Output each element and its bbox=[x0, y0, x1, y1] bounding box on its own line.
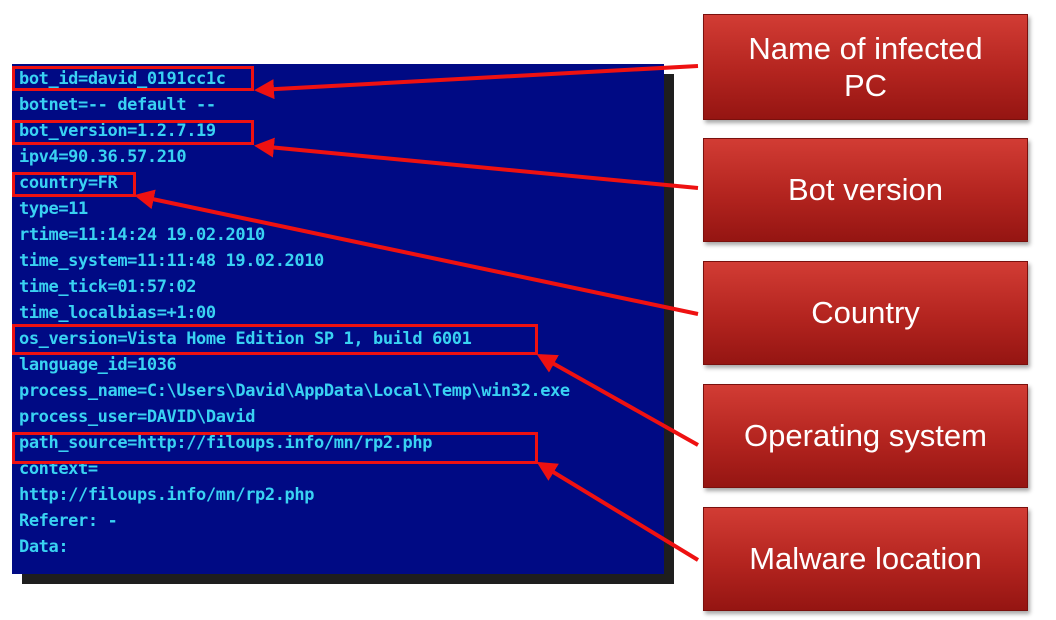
arrow-bot-version bbox=[254, 137, 699, 190]
arrow-path-source bbox=[536, 461, 700, 562]
highlight-country bbox=[12, 172, 136, 197]
terminal-line-country: country=FR bbox=[19, 173, 118, 193]
terminal-line-process-name: process_name=C:\Users\David\AppData\Loca… bbox=[19, 381, 570, 401]
highlight-bot-id bbox=[12, 66, 254, 91]
terminal-window: bot_id=david_0191cc1c botnet=-- default … bbox=[12, 64, 664, 574]
terminal-line-path-source: path_source=http://filoups.info/mn/rp2.p… bbox=[19, 433, 433, 453]
highlight-bot-version bbox=[12, 120, 254, 145]
terminal-line-process-user: process_user=DAVID\David bbox=[19, 407, 256, 427]
terminal-line-bot-id: bot_id=david_0191cc1c bbox=[19, 69, 226, 89]
label-malware-location: Malware location bbox=[703, 507, 1028, 611]
label-name-of-infected-pc-text: Name of infected PC bbox=[748, 30, 983, 103]
label-country-text: Country bbox=[811, 295, 920, 331]
terminal-line-rtime: rtime=11:14:24 19.02.2010 bbox=[19, 225, 265, 245]
label-country: Country bbox=[703, 261, 1028, 365]
terminal-line-time-system: time_system=11:11:48 19.02.2010 bbox=[19, 251, 324, 271]
highlight-os-version bbox=[12, 324, 538, 355]
label-bot-version-text: Bot version bbox=[787, 172, 944, 208]
terminal-line-language-id: language_id=1036 bbox=[19, 355, 177, 375]
terminal-line-os-version: os_version=Vista Home Edition SP 1, buil… bbox=[19, 329, 472, 349]
terminal-line-ipv4: ipv4=90.36.57.210 bbox=[19, 147, 187, 167]
label-malware-location-text: Malware location bbox=[749, 541, 982, 577]
highlight-path-source bbox=[12, 432, 538, 464]
arrow-os-version bbox=[536, 354, 699, 447]
label-bot-version: Bot version bbox=[703, 138, 1028, 242]
terminal-line-time-localbias: time_localbias=+1:00 bbox=[19, 303, 216, 323]
arrow-country bbox=[134, 189, 699, 316]
terminal-line-botnet: botnet=-- default -- bbox=[19, 95, 216, 115]
label-name-of-infected-pc: Name of infected PC bbox=[703, 14, 1028, 120]
terminal-line-data: Data: bbox=[19, 537, 69, 557]
terminal-line-bot-version: bot_version=1.2.7.19 bbox=[19, 121, 216, 141]
terminal-line-context-url: http://filoups.info/mn/rp2.php bbox=[19, 485, 315, 505]
terminal-line-time-tick: time_tick=01:57:02 bbox=[19, 277, 197, 297]
arrow-bot-id bbox=[254, 64, 699, 100]
terminal-line-type: type=11 bbox=[19, 199, 88, 219]
label-operating-system: Operating system bbox=[703, 384, 1028, 488]
terminal-line-context: context= bbox=[19, 459, 98, 479]
label-operating-system-text: Operating system bbox=[744, 418, 987, 454]
terminal-line-referer: Referer: - bbox=[19, 511, 118, 531]
